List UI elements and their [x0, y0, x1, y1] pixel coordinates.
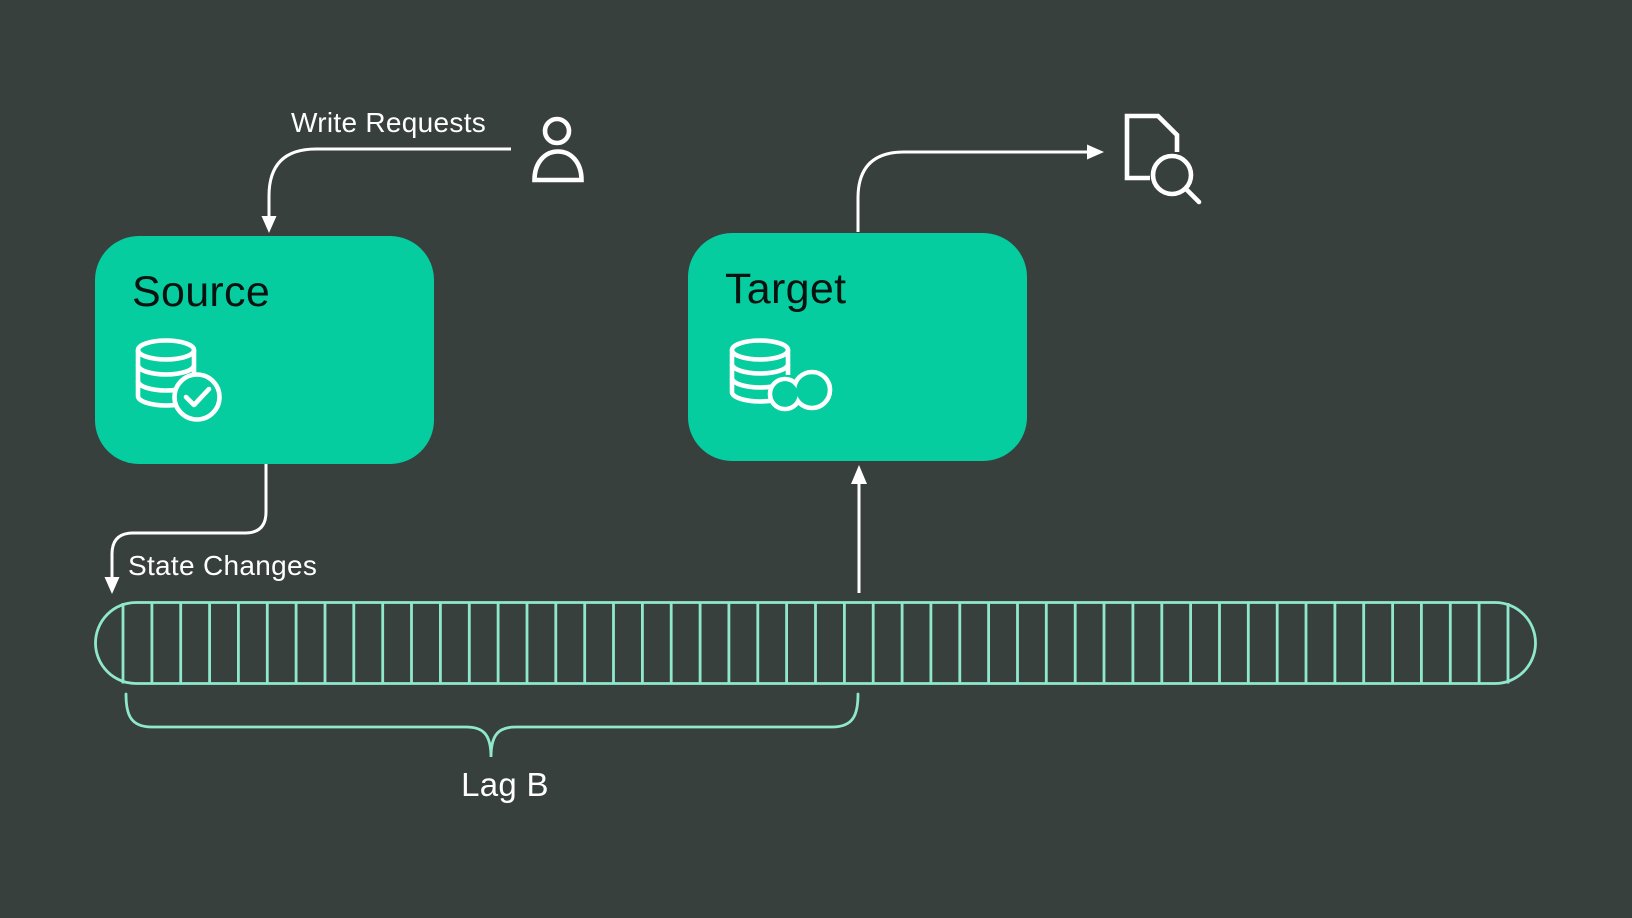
database-check-icon: [135, 338, 222, 422]
source-node-label: Source: [132, 268, 271, 316]
lag-label: Lag B: [461, 766, 549, 803]
write-requests-label: Write Requests: [291, 107, 487, 138]
replication-arrow: [851, 465, 867, 593]
arrowhead-down-icon: [261, 216, 277, 233]
arrowhead-right-icon: [1087, 144, 1104, 160]
state-changes-arrow: [104, 464, 268, 594]
user-icon: [532, 116, 584, 183]
arrowhead-down-icon: [104, 577, 120, 594]
source-node: Source: [95, 236, 434, 464]
target-node-label: Target: [725, 265, 847, 313]
changelog-strip: [94, 601, 1537, 685]
target-node: Target: [688, 233, 1027, 461]
database-replica-icon: [729, 338, 833, 412]
read-inspection-arrow: [856, 144, 1104, 232]
lag-brace-icon: [124, 692, 860, 758]
state-changes-label: State Changes: [128, 550, 318, 581]
write-requests-arrow: [261, 147, 511, 233]
changelog-strip-segments: [121, 603, 1510, 684]
document-search-icon: [1124, 113, 1202, 205]
arrowhead-up-icon: [851, 465, 867, 484]
